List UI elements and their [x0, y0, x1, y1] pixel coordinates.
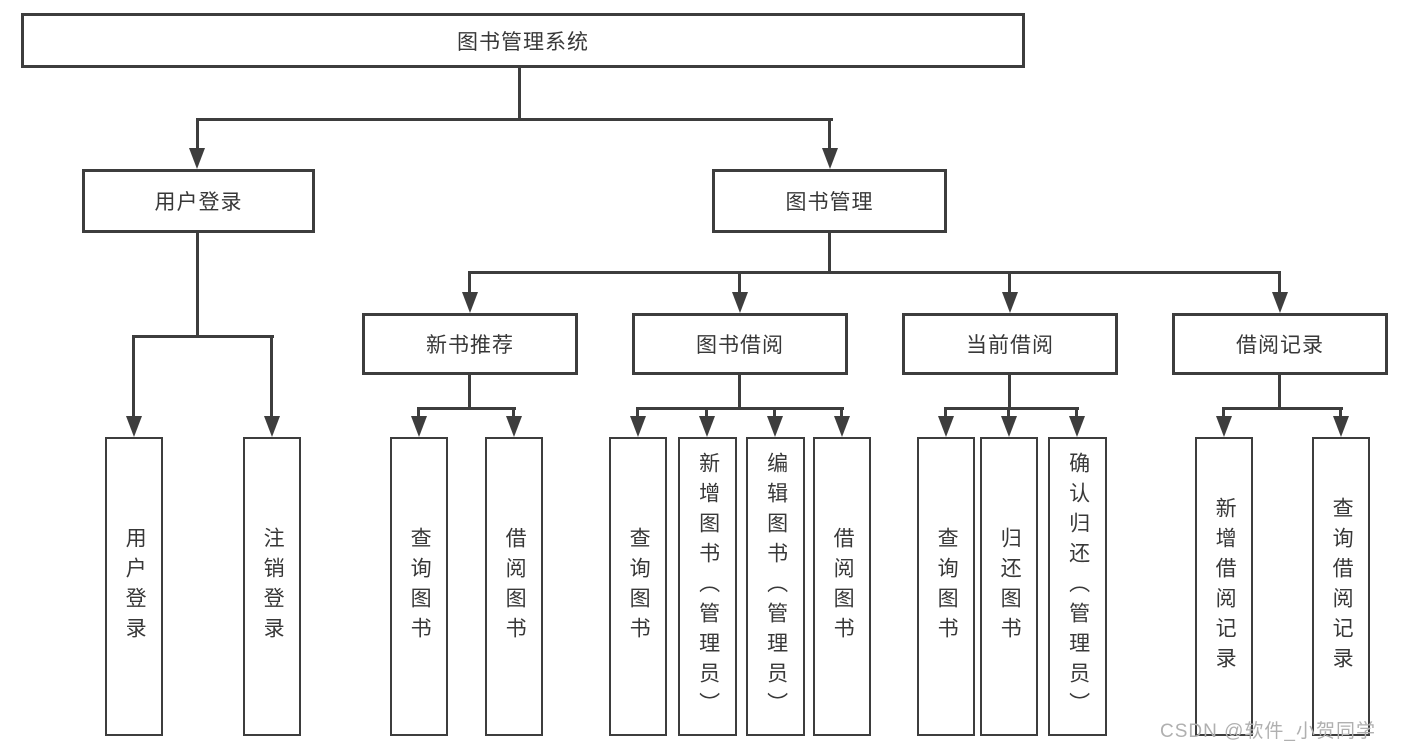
arrowhead-down-icon — [1333, 416, 1349, 437]
connector-line — [512, 410, 515, 419]
arrowhead-down-icon — [1216, 416, 1232, 437]
connector-line — [132, 335, 274, 338]
leaf-add-books-admin: 新增图书（管理员） — [678, 437, 737, 736]
arrowhead-down-icon — [1002, 292, 1018, 313]
connector-line — [828, 233, 831, 273]
watermark-text: CSDN @软件_小贺同学 — [1160, 721, 1376, 742]
arrowhead-down-icon — [126, 416, 142, 437]
arrowhead-down-icon — [411, 416, 427, 437]
leaf-return-books: 归还图书 — [980, 437, 1038, 736]
connector-line — [417, 407, 516, 410]
leaf-label: 借阅图书 — [831, 526, 855, 647]
arrowhead-down-icon — [822, 148, 838, 169]
connector-line — [840, 410, 843, 419]
connector-line — [1075, 410, 1078, 419]
connector-line — [1278, 375, 1281, 409]
connector-line — [738, 375, 741, 409]
connector-line — [518, 68, 521, 120]
leaf-add-borrow-record: 新增借阅记录 — [1195, 437, 1253, 736]
connector-line — [468, 271, 1281, 274]
arrowhead-down-icon — [1069, 416, 1085, 437]
node-label: 图书管理 — [785, 191, 874, 214]
connector-line — [196, 233, 199, 337]
node-label: 新书推荐 — [426, 334, 514, 357]
connector-line — [705, 410, 708, 419]
arrowhead-down-icon — [938, 416, 954, 437]
leaf-label: 用户登录 — [123, 526, 147, 647]
arrowhead-down-icon — [462, 292, 478, 313]
leaf-borrow-books: 借阅图书 — [813, 437, 871, 736]
arrowhead-down-icon — [189, 148, 205, 169]
connector-line — [828, 121, 831, 151]
node-label: 图书管理系统 — [457, 30, 589, 54]
connector-line — [132, 338, 135, 419]
arrowhead-down-icon — [834, 416, 850, 437]
leaf-query-books-recommend: 查询图书 — [390, 437, 448, 736]
connector-line — [1222, 407, 1343, 410]
arrowhead-down-icon — [630, 416, 646, 437]
node-book-management: 图书管理 — [712, 169, 947, 233]
connector-line — [417, 410, 420, 419]
leaf-label: 查询图书 — [408, 526, 432, 647]
leaf-label: 新增借阅记录 — [1213, 496, 1237, 677]
connector-line — [196, 121, 199, 151]
node-new-book-recommend: 新书推荐 — [362, 313, 578, 375]
connector-line — [636, 407, 844, 410]
arrowhead-down-icon — [1001, 416, 1017, 437]
connector-line — [1278, 274, 1281, 295]
node-label: 借阅记录 — [1236, 334, 1324, 357]
node-label: 用户登录 — [154, 191, 243, 214]
connector-line — [196, 118, 833, 121]
leaf-label: 借阅图书 — [503, 526, 527, 647]
leaf-label: 新增图书（管理员） — [696, 451, 720, 722]
leaf-label: 注销登录 — [261, 526, 285, 647]
node-library-system: 图书管理系统 — [21, 13, 1025, 68]
leaf-user-login: 用户登录 — [105, 437, 163, 736]
connector-line — [468, 375, 471, 409]
connector-line — [270, 338, 273, 419]
leaf-borrow-books-recommend: 借阅图书 — [485, 437, 543, 736]
connector-line — [1007, 410, 1010, 419]
node-current-borrow: 当前借阅 — [902, 313, 1118, 375]
leaf-label: 查询借阅记录 — [1330, 496, 1354, 677]
arrowhead-down-icon — [732, 292, 748, 313]
leaf-label: 归还图书 — [998, 526, 1022, 647]
connector-line — [1008, 375, 1011, 409]
connector-line — [1339, 410, 1342, 419]
connector-line — [1008, 274, 1011, 295]
leaf-query-books-borrow: 查询图书 — [609, 437, 667, 736]
arrowhead-down-icon — [699, 416, 715, 437]
connector-line — [1222, 410, 1225, 419]
arrowhead-down-icon — [1272, 292, 1288, 313]
leaf-query-books-current: 查询图书 — [917, 437, 975, 736]
connector-line — [738, 274, 741, 295]
node-book-borrow: 图书借阅 — [632, 313, 848, 375]
node-borrow-records: 借阅记录 — [1172, 313, 1388, 375]
connector-line — [636, 410, 639, 419]
arrowhead-down-icon — [767, 416, 783, 437]
node-user-login: 用户登录 — [82, 169, 315, 233]
leaf-label: 编辑图书（管理员） — [764, 451, 788, 722]
leaf-edit-books-admin: 编辑图书（管理员） — [746, 437, 805, 736]
arrowhead-down-icon — [264, 416, 280, 437]
arrowhead-down-icon — [506, 416, 522, 437]
leaf-label: 查询图书 — [935, 526, 959, 647]
leaf-label: 查询图书 — [627, 526, 651, 647]
connector-line — [468, 274, 471, 295]
leaf-label: 确认归还（管理员） — [1066, 451, 1090, 722]
connector-line — [773, 410, 776, 419]
node-label: 图书借阅 — [696, 334, 784, 357]
connector-line — [944, 410, 947, 419]
node-label: 当前借阅 — [966, 334, 1054, 357]
connector-line — [944, 407, 1079, 410]
leaf-confirm-return-admin: 确认归还（管理员） — [1048, 437, 1107, 736]
leaf-logout: 注销登录 — [243, 437, 301, 736]
leaf-query-borrow-record: 查询借阅记录 — [1312, 437, 1370, 736]
